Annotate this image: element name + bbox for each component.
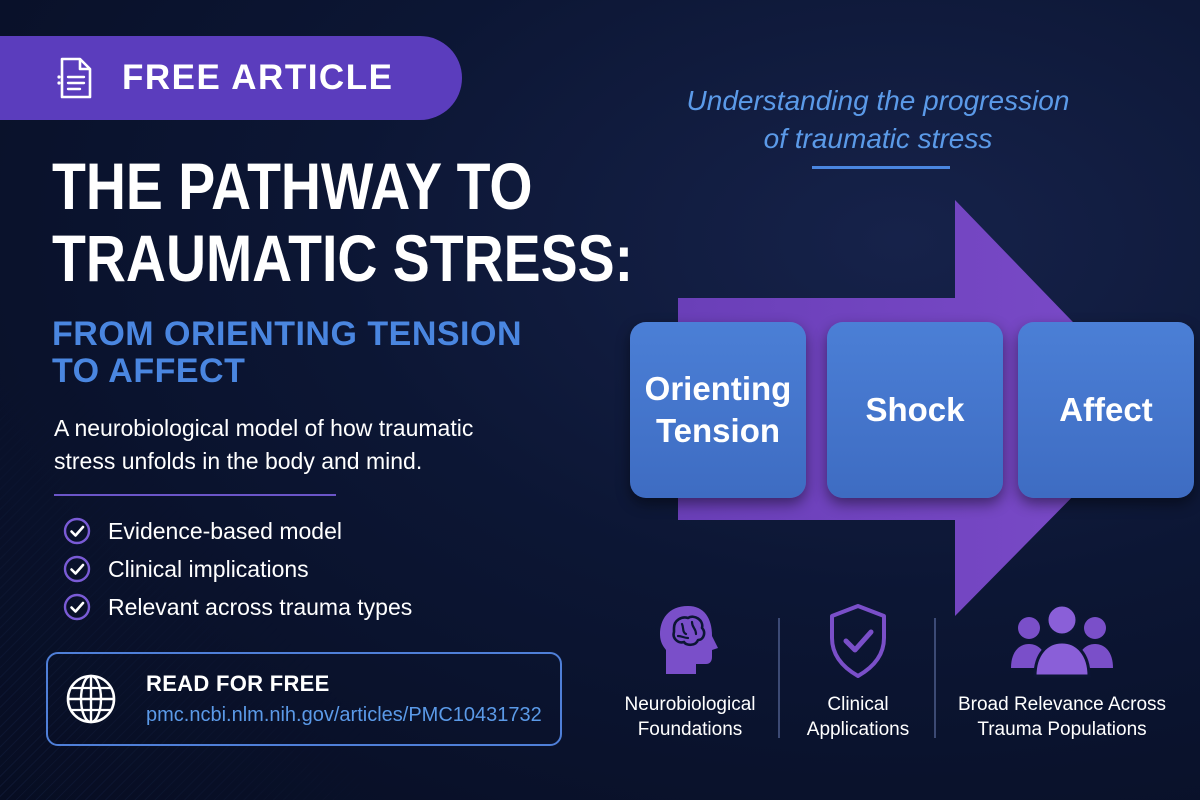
- diagram-tagline: Understanding the progression of traumat…: [640, 82, 1116, 158]
- document-icon: [57, 57, 92, 99]
- check-circle-icon: [63, 593, 91, 621]
- cta-url[interactable]: pmc.ncbi.nlm.nih.gov/articles/PMC1043173…: [146, 704, 542, 726]
- stage-label: Affect: [1059, 391, 1153, 428]
- read-for-free-link[interactable]: READ FOR FREE pmc.ncbi.nlm.nih.gov/artic…: [46, 652, 562, 746]
- feature-divider: [778, 618, 780, 738]
- cta-text: READ FOR FREE pmc.ncbi.nlm.nih.gov/artic…: [146, 671, 542, 727]
- people-group-icon: [1011, 603, 1113, 678]
- free-article-banner: FREE ARTICLE: [0, 36, 462, 120]
- title-line-2: TRAUMATIC STRESS:: [52, 221, 634, 295]
- stage-label-line-2: Tension: [655, 412, 781, 449]
- checklist-item: Clinical implications: [62, 550, 412, 588]
- feature-label-line-1: Clinical: [827, 694, 889, 715]
- banner-label: FREE ARTICLE: [122, 58, 394, 97]
- feature-label: Clinical Applications: [773, 692, 943, 742]
- feature-neurobiological: Neurobiological Foundations: [605, 598, 775, 742]
- brain-head-icon: [660, 606, 718, 674]
- checklist-label: Evidence-based model: [108, 517, 342, 544]
- check-circle-icon: [63, 517, 91, 545]
- cta-title: READ FOR FREE: [146, 671, 330, 696]
- stage-affect: Affect: [1018, 322, 1194, 498]
- tagline-rule: [812, 166, 950, 169]
- check-circle-icon: [63, 555, 91, 583]
- feature-divider: [934, 618, 936, 738]
- globe-icon: [66, 674, 116, 724]
- subtitle-line-1: FROM ORIENTING TENSION: [52, 315, 522, 353]
- shield-check-icon: [830, 604, 886, 678]
- description-line-2: stress unfolds in the body and mind.: [54, 448, 423, 474]
- feature-clinical: Clinical Applications: [773, 598, 943, 742]
- feature-label-line-2: Trauma Populations: [977, 719, 1147, 740]
- feature-broad-relevance: Broad Relevance Across Trauma Population…: [942, 598, 1182, 742]
- title-line-1: THE PATHWAY TO: [52, 149, 533, 223]
- checklist-item: Relevant across trauma types: [62, 588, 412, 626]
- stage-label: Shock: [865, 391, 965, 428]
- tagline-line-1: Understanding the progression: [686, 85, 1070, 116]
- feature-checklist: Evidence-based model Clinical implicatio…: [62, 512, 412, 626]
- description-line-1: A neurobiological model of how traumatic: [54, 415, 474, 441]
- feature-label: Neurobiological Foundations: [605, 692, 775, 742]
- tagline-line-2: of traumatic stress: [763, 123, 993, 154]
- page-title: THE PATHWAY TO TRAUMATIC STRESS:: [52, 149, 634, 295]
- feature-label: Broad Relevance Across Trauma Population…: [942, 692, 1182, 742]
- stage-orienting-tension: Orienting Tension: [630, 322, 806, 498]
- checklist-item: Evidence-based model: [62, 512, 412, 550]
- stage-label-line-1: Orienting: [644, 370, 792, 407]
- checklist-label: Clinical implications: [108, 555, 309, 582]
- feature-label-line-2: Applications: [806, 719, 910, 740]
- subtitle-line-2: TO AFFECT: [52, 352, 246, 390]
- feature-label-line-1: Broad Relevance Across: [957, 694, 1167, 715]
- page-subtitle: FROM ORIENTING TENSION TO AFFECT: [52, 316, 612, 390]
- divider: [54, 494, 336, 496]
- checklist-label: Relevant across trauma types: [108, 593, 413, 620]
- description: A neurobiological model of how traumatic…: [54, 412, 554, 478]
- feature-label-line-2: Foundations: [637, 719, 743, 740]
- stage-shock: Shock: [827, 322, 1003, 498]
- feature-label-line-1: Neurobiological: [624, 694, 756, 715]
